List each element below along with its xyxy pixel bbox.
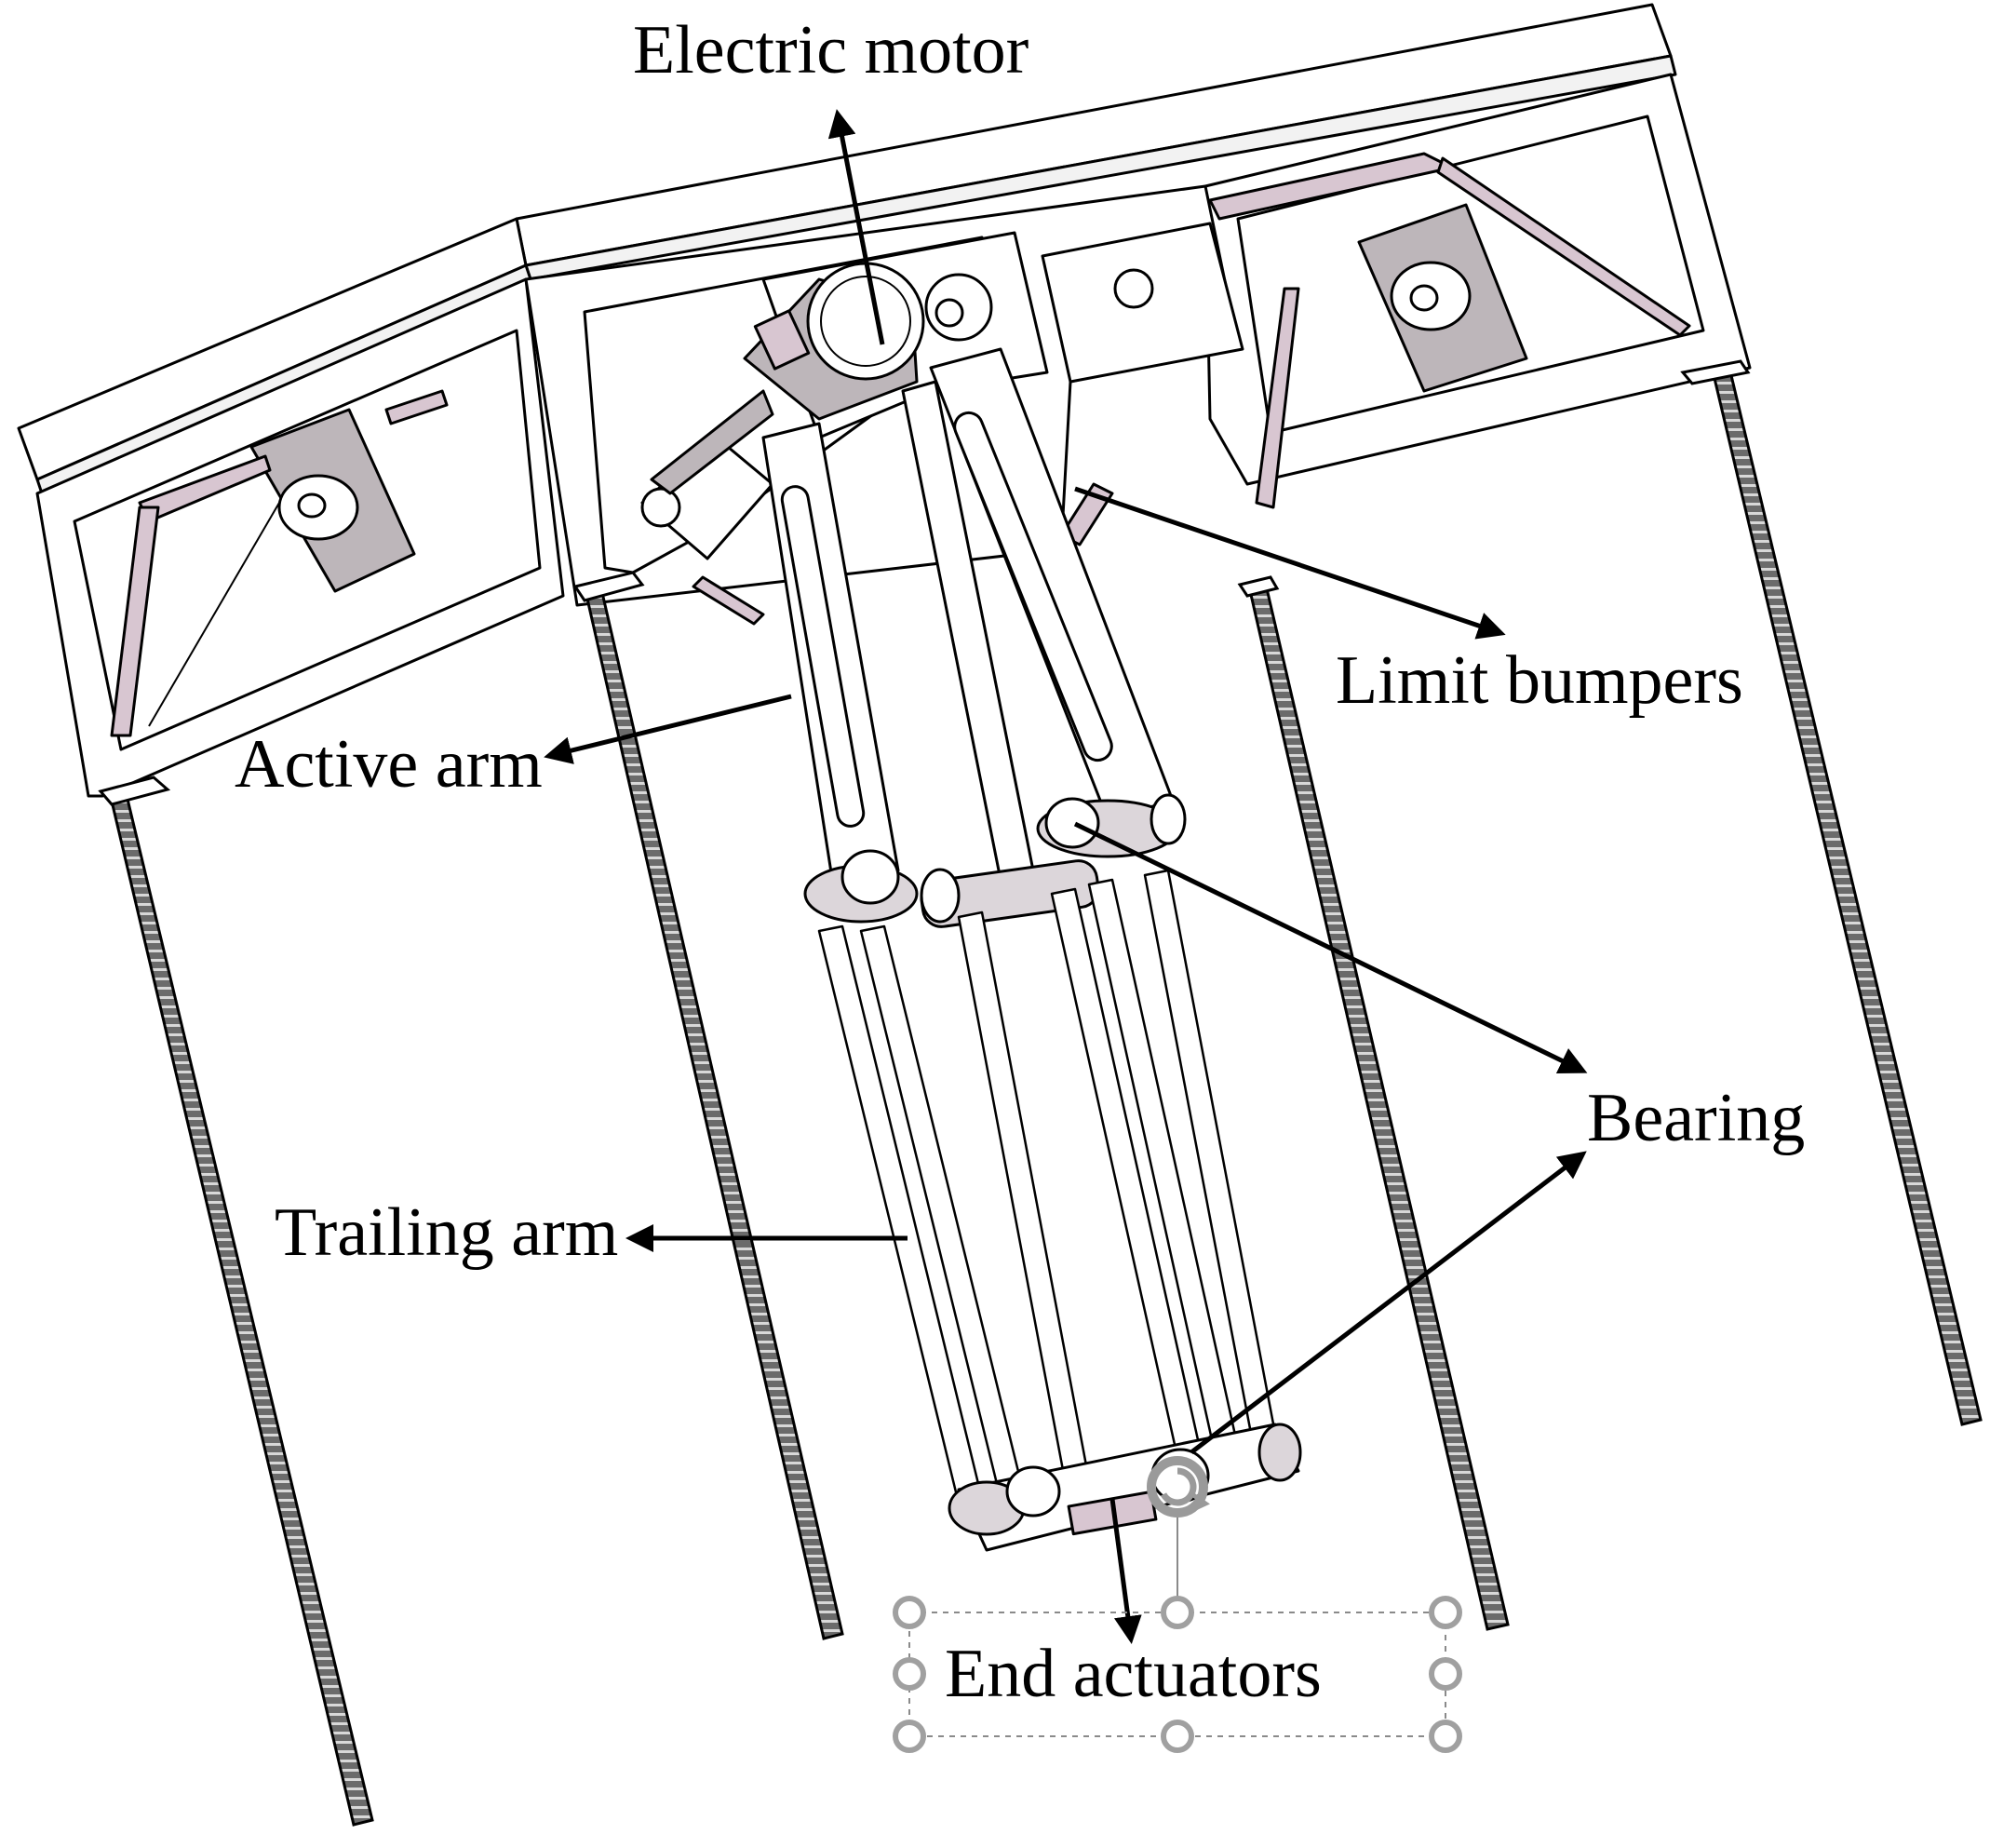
bearing-mid-left [840, 849, 900, 905]
resize-handle-s[interactable] [1161, 1720, 1194, 1753]
end-effector [948, 1423, 1302, 1552]
label-bearing: Bearing [1587, 1080, 1805, 1156]
bearing-bottom-left [1005, 1465, 1061, 1518]
resize-handle-nw[interactable] [893, 1596, 926, 1629]
label-active-arm: Active arm [235, 726, 543, 803]
middle-joints [803, 793, 1187, 928]
arrow-electric-motor [827, 109, 885, 345]
resize-handle-e[interactable] [1429, 1657, 1462, 1691]
label-limit-bumpers: Limit bumpers [1336, 642, 1743, 719]
resize-handle-n[interactable] [1161, 1596, 1194, 1629]
support-legs [98, 359, 1983, 1827]
callout-arrows [544, 109, 1588, 1644]
left-pivot-bracket [110, 389, 449, 737]
label-trailing-arm: Trailing arm [275, 1194, 618, 1271]
arrow-bearing-bottom [1190, 1151, 1587, 1454]
resize-handle-w[interactable] [893, 1657, 926, 1691]
leg-1 [108, 789, 374, 1827]
labels: Electric motor Limit bumpers Active arm … [235, 12, 1805, 1712]
label-end-actuators[interactable]: End actuators [945, 1636, 1322, 1712]
arrow-active-arm [544, 694, 792, 764]
electric-motor-body [806, 262, 925, 381]
leg-2 [583, 583, 844, 1640]
resize-handles[interactable] [893, 1596, 1462, 1753]
trailing-arms [817, 869, 1277, 1505]
motor-assembly [640, 222, 1244, 626]
right-pivot-bracket [1208, 152, 1691, 509]
rotate-handle-icon[interactable] [1147, 1456, 1210, 1518]
resize-handle-sw[interactable] [893, 1720, 926, 1753]
text-selection-box[interactable] [893, 1456, 1462, 1753]
arrow-limit-bumpers [1074, 486, 1506, 640]
label-electric-motor: Electric motor [633, 12, 1029, 88]
arrow-bearing-top [1073, 821, 1588, 1073]
arrow-end-actuators [1109, 1498, 1142, 1644]
leg-4 [1711, 366, 1983, 1426]
resize-handle-se[interactable] [1429, 1720, 1462, 1753]
bearing-mid-right [1044, 797, 1100, 849]
resize-handle-ne[interactable] [1429, 1596, 1462, 1629]
active-arms [761, 347, 1175, 886]
limit-bumper-left [692, 575, 765, 626]
